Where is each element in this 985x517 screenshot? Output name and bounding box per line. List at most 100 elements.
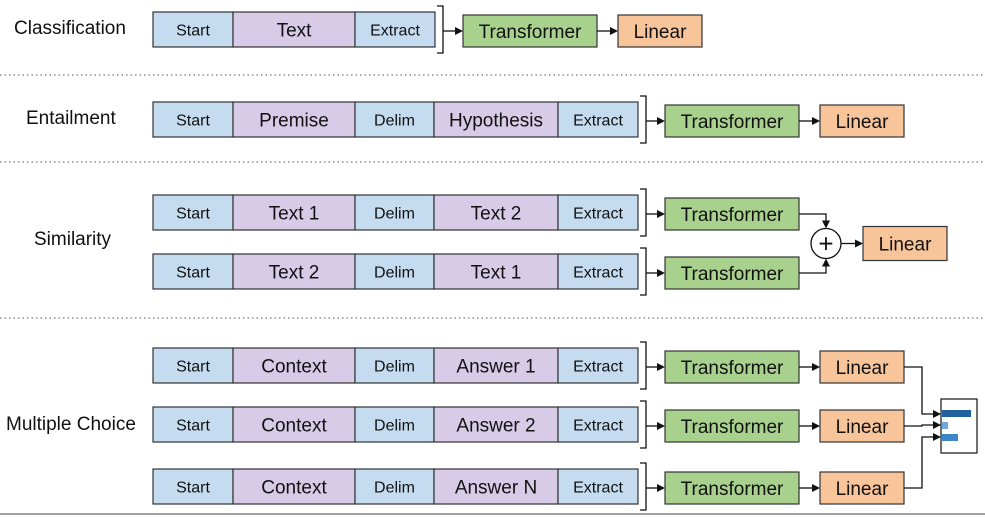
- token-text-1-label: Text 1: [471, 262, 522, 283]
- token-extract-box: [557, 253, 639, 290]
- arrow-to-linear-head: [812, 363, 820, 371]
- token-extract-label: Extract: [573, 205, 623, 222]
- token-delim-label: Delim: [374, 205, 415, 222]
- arrow-to-transformer-head: [657, 363, 665, 371]
- token-extract-box: [354, 11, 436, 48]
- token-text-1-box: [433, 253, 559, 290]
- token-extract-label: Extract: [573, 112, 623, 129]
- token-extract-box: [557, 468, 639, 505]
- input-bracket: [640, 247, 647, 296]
- softmax-arrow: [933, 433, 941, 441]
- token-extract-label: Extract: [573, 417, 623, 434]
- token-delim-label: Delim: [374, 479, 415, 496]
- input-bracket: [640, 188, 647, 237]
- input-bracket: [640, 95, 647, 144]
- token-start-box: [152, 253, 234, 290]
- token-answer-2-box: [433, 406, 559, 443]
- token-start-box: [152, 11, 234, 48]
- arrow-to-transformer-head: [455, 27, 463, 35]
- token-text-2-label: Text 2: [471, 203, 522, 224]
- token-premise-box: [232, 101, 356, 138]
- softmax-arrow: [933, 421, 941, 429]
- arrow-to-linear-head: [812, 117, 820, 125]
- linear-label: Linear: [836, 479, 889, 500]
- arrow-to-transformer-head: [657, 269, 665, 277]
- token-text-2-box: [232, 253, 356, 290]
- linear-label: Linear: [836, 417, 889, 438]
- arrow-to-linear-head: [855, 239, 863, 248]
- section-label: Classification: [14, 18, 126, 39]
- linear-box: [819, 471, 905, 505]
- token-delim-box: [354, 253, 435, 290]
- token-answer-n-label: Answer N: [455, 477, 537, 498]
- arrow-to-transformer-head: [657, 210, 665, 218]
- token-start-label: Start: [176, 22, 210, 39]
- token-text-label: Text: [277, 20, 313, 41]
- softmax-arrow: [933, 410, 941, 418]
- token-delim-box: [354, 347, 435, 384]
- token-answer-2-label: Answer 2: [456, 415, 535, 436]
- linear-label: Linear: [634, 22, 687, 43]
- transformer-label: Transformer: [681, 205, 784, 226]
- token-start-box: [152, 194, 234, 231]
- linear-box: [819, 350, 905, 384]
- transformer-box: [664, 471, 800, 505]
- linear-box: [819, 104, 905, 138]
- token-text-2-label: Text 2: [269, 262, 320, 283]
- token-text-box: [232, 11, 356, 48]
- token-start-box: [152, 347, 234, 384]
- token-delim-label: Delim: [374, 264, 415, 281]
- token-hypothesis-box: [433, 101, 559, 138]
- section-label: Similarity: [34, 229, 112, 250]
- token-start-label: Start: [176, 358, 210, 375]
- input-bracket: [640, 462, 647, 511]
- token-extract-label: Extract: [573, 264, 623, 281]
- softmax-line: [904, 436, 934, 489]
- input-bracket: [437, 5, 444, 54]
- linear-label: Linear: [836, 112, 889, 133]
- linear-label: Linear: [836, 358, 889, 379]
- token-delim-box: [354, 101, 435, 138]
- transformer-label: Transformer: [681, 112, 784, 133]
- token-start-label: Start: [176, 417, 210, 434]
- linear-box: [617, 14, 703, 48]
- combine-arrow-bottom: [822, 258, 830, 267]
- transformer-label: Transformer: [681, 417, 784, 438]
- arrow-to-transformer-head: [657, 117, 665, 125]
- transformer-label: Transformer: [681, 264, 784, 285]
- token-start-label: Start: [176, 205, 210, 222]
- token-start-box: [152, 406, 234, 443]
- transformer-box: [664, 104, 800, 138]
- transformer-box: [664, 256, 800, 290]
- section-label: Entailment: [26, 108, 116, 129]
- token-extract-box: [557, 101, 639, 138]
- combine-line-top: [799, 213, 827, 222]
- token-start-box: [152, 101, 234, 138]
- token-extract-label: Extract: [573, 479, 623, 496]
- combine-line-bottom: [799, 265, 827, 274]
- arrow-to-linear-head: [812, 422, 820, 430]
- softmax-line: [904, 424, 934, 427]
- token-context-label: Context: [261, 477, 327, 498]
- token-extract-label: Extract: [573, 358, 623, 375]
- arrow-to-transformer-head: [657, 484, 665, 492]
- token-extract-label: Extract: [370, 22, 420, 39]
- softmax-bar-2: [942, 422, 948, 429]
- token-hypothesis-label: Hypothesis: [449, 110, 543, 131]
- linear-label: Linear: [879, 234, 932, 255]
- token-start-label: Start: [176, 479, 210, 496]
- token-extract-box: [557, 406, 639, 443]
- transformer-box: [664, 197, 800, 231]
- arrow-to-linear-head: [812, 484, 820, 492]
- token-context-label: Context: [261, 415, 327, 436]
- input-bracket: [640, 341, 647, 390]
- section-label: Multiple Choice: [6, 414, 136, 435]
- transformer-label: Transformer: [681, 358, 784, 379]
- token-text-1-box: [232, 194, 356, 231]
- transformer-box: [664, 350, 800, 384]
- token-text-1-label: Text 1: [269, 203, 320, 224]
- token-extract-box: [557, 194, 639, 231]
- token-extract-box: [557, 347, 639, 384]
- arrow-to-transformer-head: [657, 422, 665, 430]
